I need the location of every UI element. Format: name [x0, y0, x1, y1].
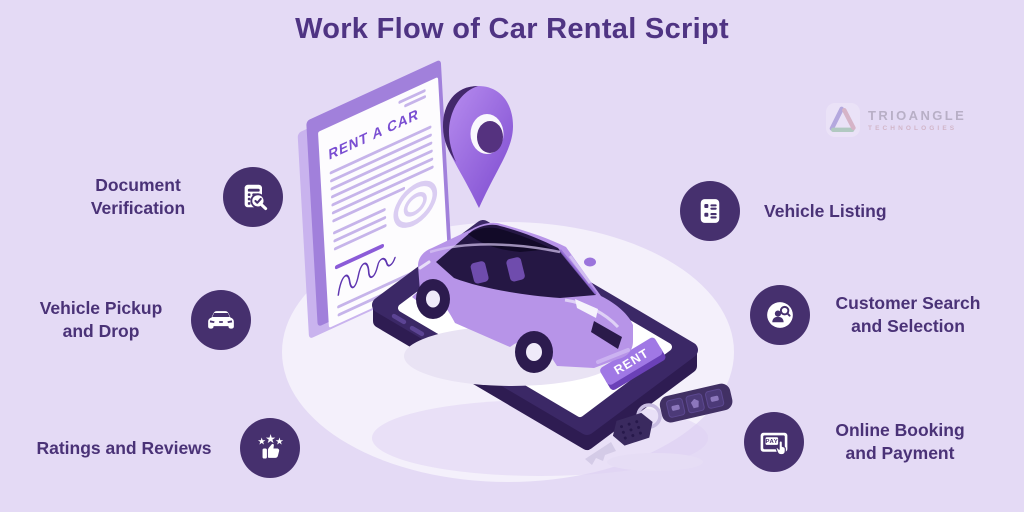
step-label: Ratings and Reviews	[36, 437, 212, 458]
svg-text:★: ★	[265, 432, 276, 446]
step-vehicle-pickup-drop: Vehicle Pickup and Drop	[31, 290, 251, 350]
car-keys-illustration	[585, 383, 733, 471]
thumbs-up-stars-icon: ★ ★ ★	[240, 418, 300, 478]
car-front-icon	[191, 290, 251, 350]
page-title: Work Flow of Car Rental Script	[295, 13, 729, 45]
step-label: Vehicle Listing	[764, 200, 887, 221]
step-label: Customer Search and Selection	[835, 293, 981, 336]
location-pin-illustration	[443, 86, 513, 208]
step-label: Online Booking and Payment	[835, 420, 965, 463]
list-icon	[680, 181, 740, 241]
brand-name: TRIOANGLE	[868, 108, 967, 123]
car-illustration	[412, 222, 633, 373]
step-online-booking-payment: PAY Online Booking and Payment	[744, 412, 980, 472]
step-label: Vehicle Pickup and Drop	[39, 298, 163, 341]
brand-text: TRIOANGLE TECHNOLOGIES	[868, 108, 966, 132]
document-verification-icon	[223, 167, 283, 227]
person-search-icon	[750, 285, 810, 345]
document-stamp	[393, 180, 438, 228]
step-vehicle-listing: Vehicle Listing	[680, 181, 914, 241]
brand-logo: TRIOANGLE TECHNOLOGIES	[826, 103, 966, 137]
payment-hand-icon: PAY	[744, 412, 804, 472]
document-signature	[337, 256, 396, 296]
pay-badge: PAY	[765, 439, 778, 445]
trioangle-logo-icon	[826, 103, 860, 137]
svg-text:★: ★	[275, 436, 284, 447]
rental-document-illustration: RENT A CAR	[297, 60, 453, 338]
step-document-verification: Document Verification	[73, 167, 283, 227]
step-customer-search-selection: Customer Search and Selection	[750, 285, 994, 345]
step-ratings-reviews: Ratings and Reviews ★ ★ ★	[28, 418, 300, 478]
step-label: Document Verification	[90, 175, 186, 218]
brand-tagline: TECHNOLOGIES	[868, 125, 958, 132]
svg-text:★: ★	[257, 436, 266, 447]
